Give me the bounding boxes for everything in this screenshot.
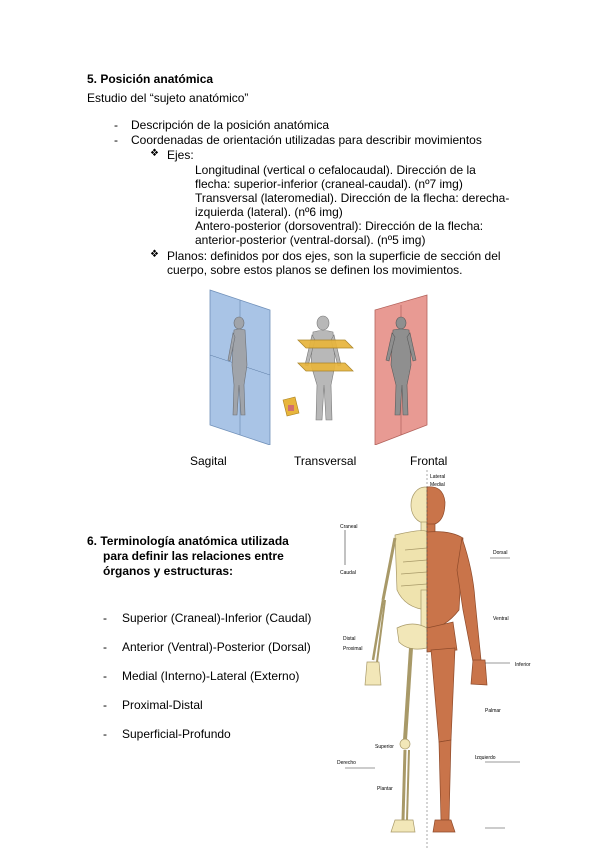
diamond-star-icon: ❖ (150, 148, 159, 159)
section6-heading: 6. Terminología anatómica utilizada (87, 534, 289, 548)
section6-heading: órganos y estructuras: (103, 564, 234, 578)
label-medial: Medial (430, 482, 445, 488)
label-distal: Distal (343, 636, 356, 642)
ejes-line: izquierda (lateral). (nº6 img) (195, 205, 343, 219)
planos-line: Planos: definidos por dos ejes, son la s… (167, 249, 501, 263)
bullet-descripcion: Descripción de la posición anatómica (131, 118, 330, 132)
section5-subtitle: Estudio del “sujeto anatómico” (87, 91, 249, 105)
body-surface-half (426, 486, 488, 833)
transverse-plane-upper (297, 339, 354, 349)
label-ventral: Ventral (493, 616, 509, 622)
caption-sagital: Sagital (190, 454, 227, 468)
term-item: Superior (Craneal)-Inferior (Caudal) (122, 611, 312, 625)
label-izquierdo: Izquierdo (475, 755, 496, 761)
transverse-plane-lower (297, 362, 354, 372)
ejes-line: Antero-posterior (dorsoventral): Direcci… (195, 219, 484, 233)
anatomical-planes-illustration (209, 289, 428, 445)
label-dorsal: Dorsal (493, 550, 507, 556)
caption-frontal: Frontal (410, 454, 448, 468)
ejes-line: anterior-posterior (ventral-dorsal). (nº… (195, 233, 426, 247)
label-inferior: Inferior (515, 662, 531, 668)
label-craneal: Craneal (340, 524, 358, 530)
section6-heading: para definir las relaciones entre (103, 549, 284, 563)
ejes-line: Transversal (lateromedial). Dirección de… (195, 191, 510, 205)
diamond-star-icon: ❖ (150, 249, 159, 260)
ejes-line: Longitudinal (vertical o cefalocaudal). … (195, 163, 476, 177)
label-derecho: Derecho (337, 760, 356, 766)
label-lateral: Lateral (430, 474, 445, 480)
term-item: Medial (Interno)-Lateral (Externo) (122, 669, 300, 683)
sagittal-figure (227, 316, 248, 416)
anatomical-terminology-figure: Lateral Medial Craneal Caudal Dorsal Ven… (337, 470, 531, 848)
section5-heading: 5. Posición anatómica (87, 72, 214, 86)
label-superior: Superior (375, 744, 394, 750)
term-item: Proximal-Distal (122, 698, 203, 712)
label-proximal: Proximal (343, 646, 362, 652)
frontal-figure (385, 316, 417, 416)
label-plantar: Plantar (377, 786, 393, 792)
term-item: Superficial-Profundo (122, 727, 231, 741)
label-caudal: Caudal (340, 570, 356, 576)
term-item: Anterior (Ventral)-Posterior (Dorsal) (122, 640, 311, 654)
label-palmar: Palmar (485, 708, 501, 714)
planos-line: cuerpo, sobre estos planos se definen lo… (167, 263, 463, 277)
caption-transversal: Transversal (294, 454, 357, 468)
ejes-line: flecha: superior-inferior (craneal-cauda… (195, 177, 463, 191)
bullet-coordenadas: Coordenadas de orientación utilizadas pa… (131, 133, 482, 147)
ejes-label: Ejes: (167, 148, 194, 162)
